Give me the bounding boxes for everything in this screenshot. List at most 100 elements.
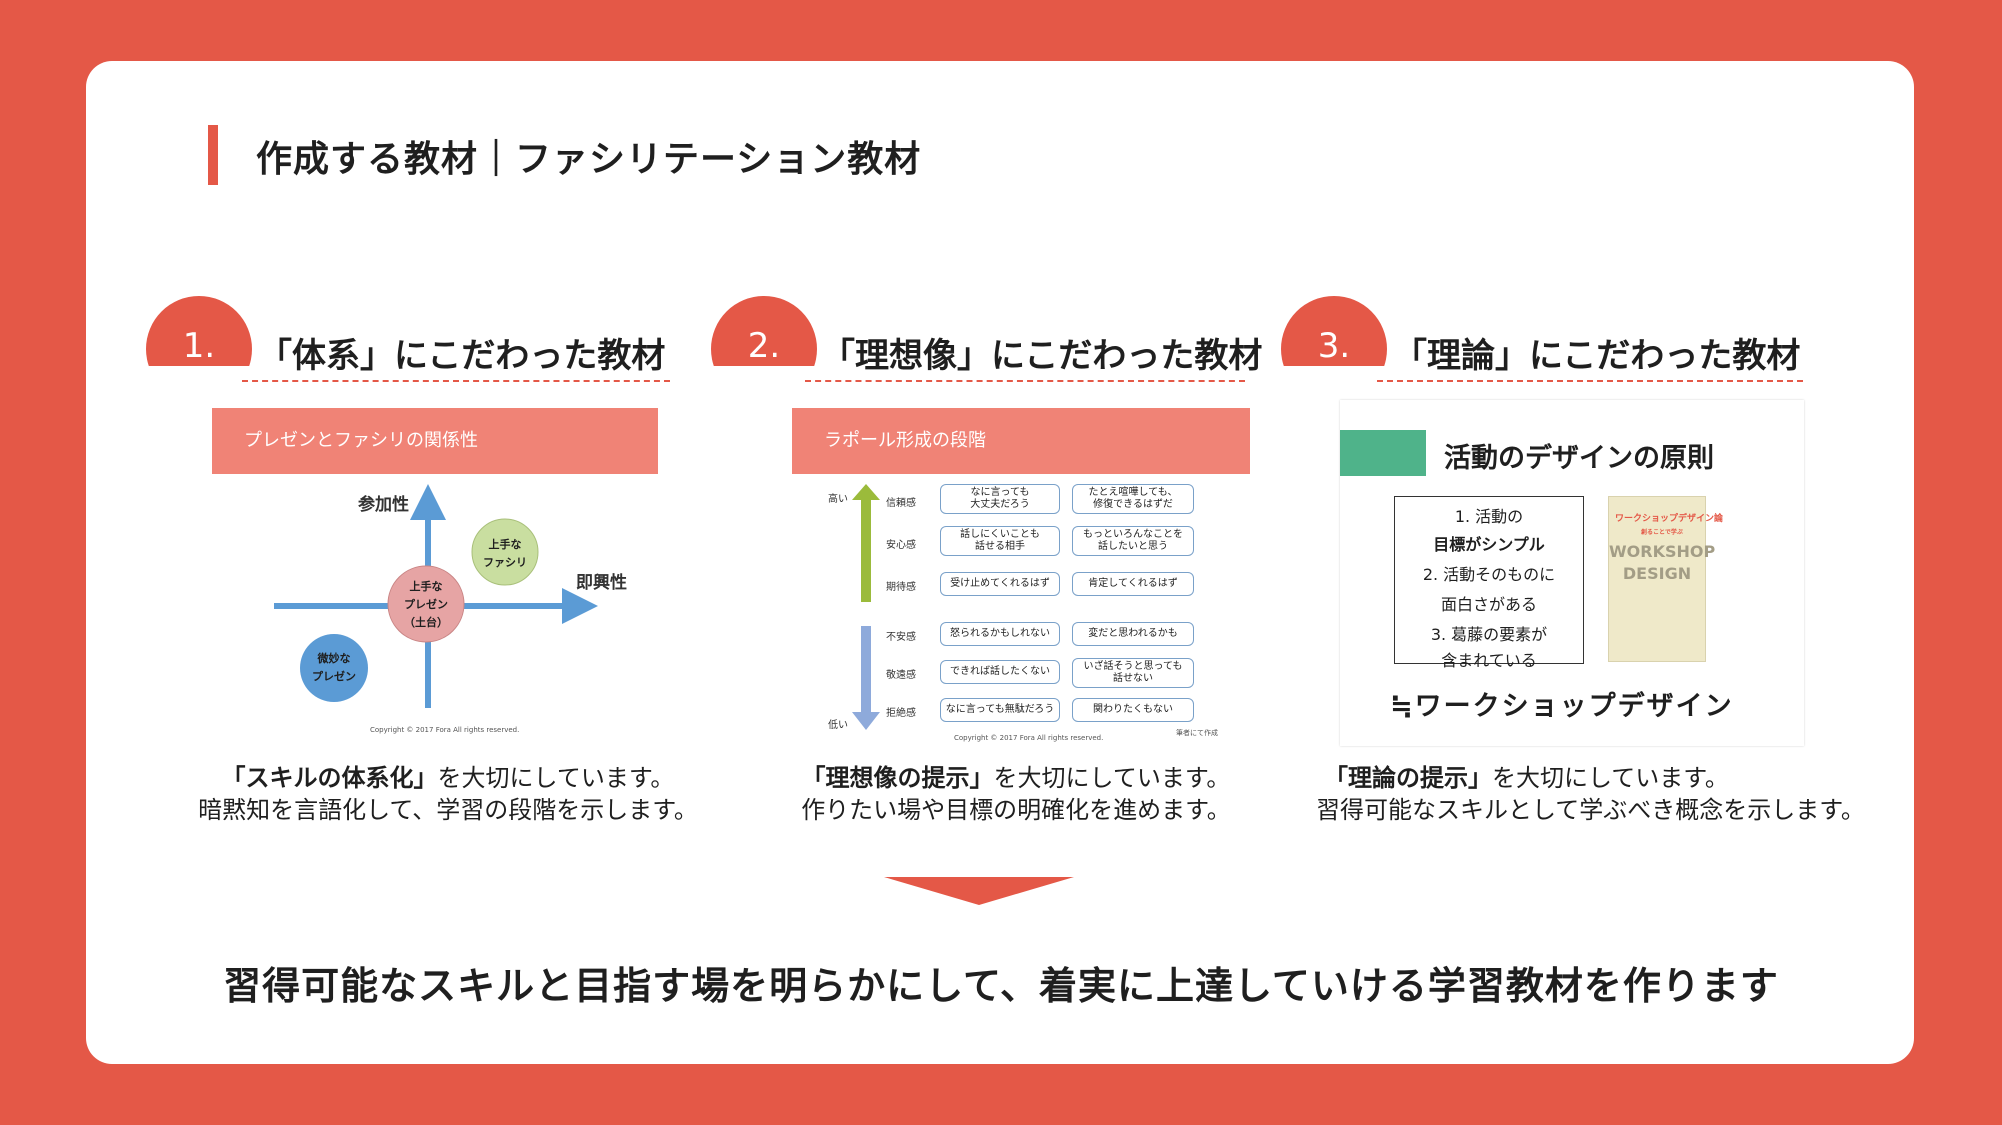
section-2-desc-line-2: 作りたい場や目標の明確化を進めます。 [801,796,1231,824]
principle-line: 3. 葛藤の要素が [1430,625,1548,644]
section-1-desc-bold: 「スキルの体系化」 [221,764,438,792]
row-label-avoidance: 敬遠感 [886,670,916,681]
bubble-anxiety-left: 怒られるかもしれない [940,622,1060,646]
axis-x-label: 即興性 [576,573,627,593]
panel-3-heading: 活動のデザインの原則 [1444,443,1714,474]
panel-1-copyright: Copyright © 2017 Fora All rights reserve… [370,726,520,734]
section-3-desc-bold: 「理論の提示」 [1324,764,1492,792]
bubble-text: なに言っても無駄だろう [945,704,1055,715]
conclusion-text: 習得可能なスキルと目指す場を明らかにして、着実に上達していける学習教材を作ります [223,964,1779,1008]
bubble-text: 怒られるかもしれない [950,628,1050,639]
book-big-title: WORKSHOP DESIGN [1609,541,1715,585]
bottom-left-circle [300,634,368,702]
section-2-underline [805,380,1245,382]
row-label-safety: 安心感 [886,540,916,551]
bubble-text: 話せる相手 [975,541,1025,552]
title-accent-bar [208,125,218,185]
section-3-title: 「理論」にこだわった教材 [1393,336,1801,376]
center-circle-label: 上手な プレゼン （土台） [376,578,476,632]
bubble-text: 肯定してくれるはず [1088,578,1178,589]
bubble-expectation-right: 肯定してくれるはず [1072,572,1194,596]
center-circle [387,565,465,643]
center-line-3: （土台） [404,616,448,629]
book-title: ワークショップデザイン論 [1615,514,1724,524]
panel-1-heading: プレゼンとファシリの関係性 [212,408,658,474]
section-2-description: 「理想像の提示」を大切にしています。 作りたい場や目標の明確化を進めます。 [776,762,1256,826]
row-label-rejection: 拒絶感 [886,708,916,719]
section-3-underline [1377,380,1803,382]
bubble-avoidance-left: できれば話したくない [940,660,1060,684]
bubble-anxiety-right: 変だと思われるかも [1072,622,1194,646]
section-1-desc-rest: を大切にしています。 [437,764,675,792]
down-arrow [852,626,880,730]
section-1-header: 1. 「体系」にこだわった教材 [146,296,670,382]
panel-2-copyright: Copyright © 2017 Fora All rights reserve… [954,734,1104,742]
bubble-text: 関わりたくもない [1093,704,1173,715]
bubble-text: 話したいと思う [1098,541,1168,552]
section-1-title: 「体系」にこだわった教材 [258,336,666,376]
section-2-desc-rest: を大切にしています。 [993,764,1231,792]
principle-line: 面白さがある [1440,595,1537,614]
panel-rapport-stages: ラポール形成の段階 高い 低い 信頼感 なに言っても大丈夫だろう たとえ喧嘩して… [792,408,1250,744]
bubble-text: たとえ喧嘩しても、 [1088,487,1178,498]
bubble-rejection-right: 関わりたくもない [1072,698,1194,722]
bubble-text: 話しにくいことも [960,529,1040,540]
panel-2-source: 筆者にて作成 [1176,729,1218,737]
section-3-desc-line-1: 「理論の提示」を大切にしています。 [1300,762,1900,794]
low-label: 低い [828,720,848,731]
top-right-line-2: ファシリ [483,556,527,569]
section-2-desc-bold: 「理想像の提示」 [801,764,994,792]
high-label: 高い [828,494,848,505]
principle-line: 2. 活動そのものに [1422,565,1556,584]
section-1-underline [242,380,670,382]
book-cover: ワークショップデザイン論 創ることで学ぶ WORKSHOP DESIGN [1608,496,1723,662]
bottom-left-line-1: 微妙な [317,652,351,665]
section-2-title: 「理想像」にこだわった教材 [821,336,1263,376]
bubble-trust-right: たとえ喧嘩しても、修復できるはずだ [1072,484,1194,514]
up-arrow [852,484,880,602]
bubble-text: 大丈夫だろう [970,499,1030,510]
principle-line: 1. 活動の [1454,507,1524,526]
section-3-header: 3. 「理論」にこだわった教材 [1281,296,1803,382]
bubble-text: 変だと思われるかも [1088,628,1178,639]
bubble-text: いざ話そうと思っても [1083,661,1183,672]
section-3-number: 3. [1281,296,1387,366]
bottom-left-circle-label: 微妙な プレゼン [294,650,374,686]
row-label-trust: 信頼感 [886,498,916,509]
section-1-desc-line-2: 暗黙知を言語化して、学習の段階を示します。 [198,796,698,824]
row-label-expectation: 期待感 [886,582,916,593]
row-label-anxiety: 不安感 [886,632,916,643]
top-right-line-1: 上手な [488,538,522,551]
bottom-left-line-2: プレゼン [312,670,356,683]
axis-y-label: 参加性 [358,495,409,515]
book-big-line-2: DESIGN [1622,564,1692,583]
top-right-circle [471,518,539,586]
center-line-2: プレゼン [404,598,448,611]
principles-box: 1. 活動の 目標がシンプル 2. 活動そのものに 面白さがある 3. 葛藤の要… [1394,496,1584,670]
page-title: 作成する教材｜ファシリテーション教材 [256,139,922,180]
section-1-description: 「スキルの体系化」を大切にしています。 暗黙知を言語化して、学習の段階を示します… [178,762,718,826]
panel-presentation-facilitation: プレゼンとファシリの関係性 参加性 即興性 上手な プレゼン （土台） 上手な … [212,408,658,738]
bubble-text: 受け止めてくれるはず [950,578,1050,589]
bubble-safety-right: もっといろんなことを話したいと思う [1072,526,1194,556]
bubble-text: 話せない [1113,673,1153,684]
workshop-design-caption: ≒ワークショップデザイン [1390,691,1734,722]
book-subtitle: 創ることで学ぶ [1641,529,1683,536]
bubble-avoidance-right: いざ話そうと思っても話せない [1072,658,1194,688]
panel-activity-principles: 活動のデザインの原則 1. 活動の 目標がシンプル 2. 活動そのものに 面白さ… [1340,400,1804,746]
section-3-desc-rest: を大切にしています。 [1492,764,1729,792]
bubble-rejection-left: なに言っても無駄だろう [940,698,1060,722]
relationship-diagram [274,484,598,708]
heading-color-block [1340,430,1426,476]
bubble-safety-left: 話しにくいことも話せる相手 [940,526,1060,556]
center-line-1: 上手な [409,580,443,593]
bubble-text: 修復できるはずだ [1093,499,1173,510]
bubble-trust-left: なに言っても大丈夫だろう [940,484,1060,514]
section-1-desc-line-1: 「スキルの体系化」を大切にしています。 [178,762,718,794]
principle-line: 目標がシンプル [1433,535,1545,554]
bubble-text: できれば話したくない [950,666,1050,677]
bubble-expectation-left: 受け止めてくれるはず [940,572,1060,596]
principle-line: 含まれている [1441,651,1537,670]
section-3-description: 「理論の提示」を大切にしています。 習得可能なスキルとして学ぶべき概念を示します… [1300,762,1900,826]
section-2-header: 2. 「理想像」にこだわった教材 [711,296,1262,382]
